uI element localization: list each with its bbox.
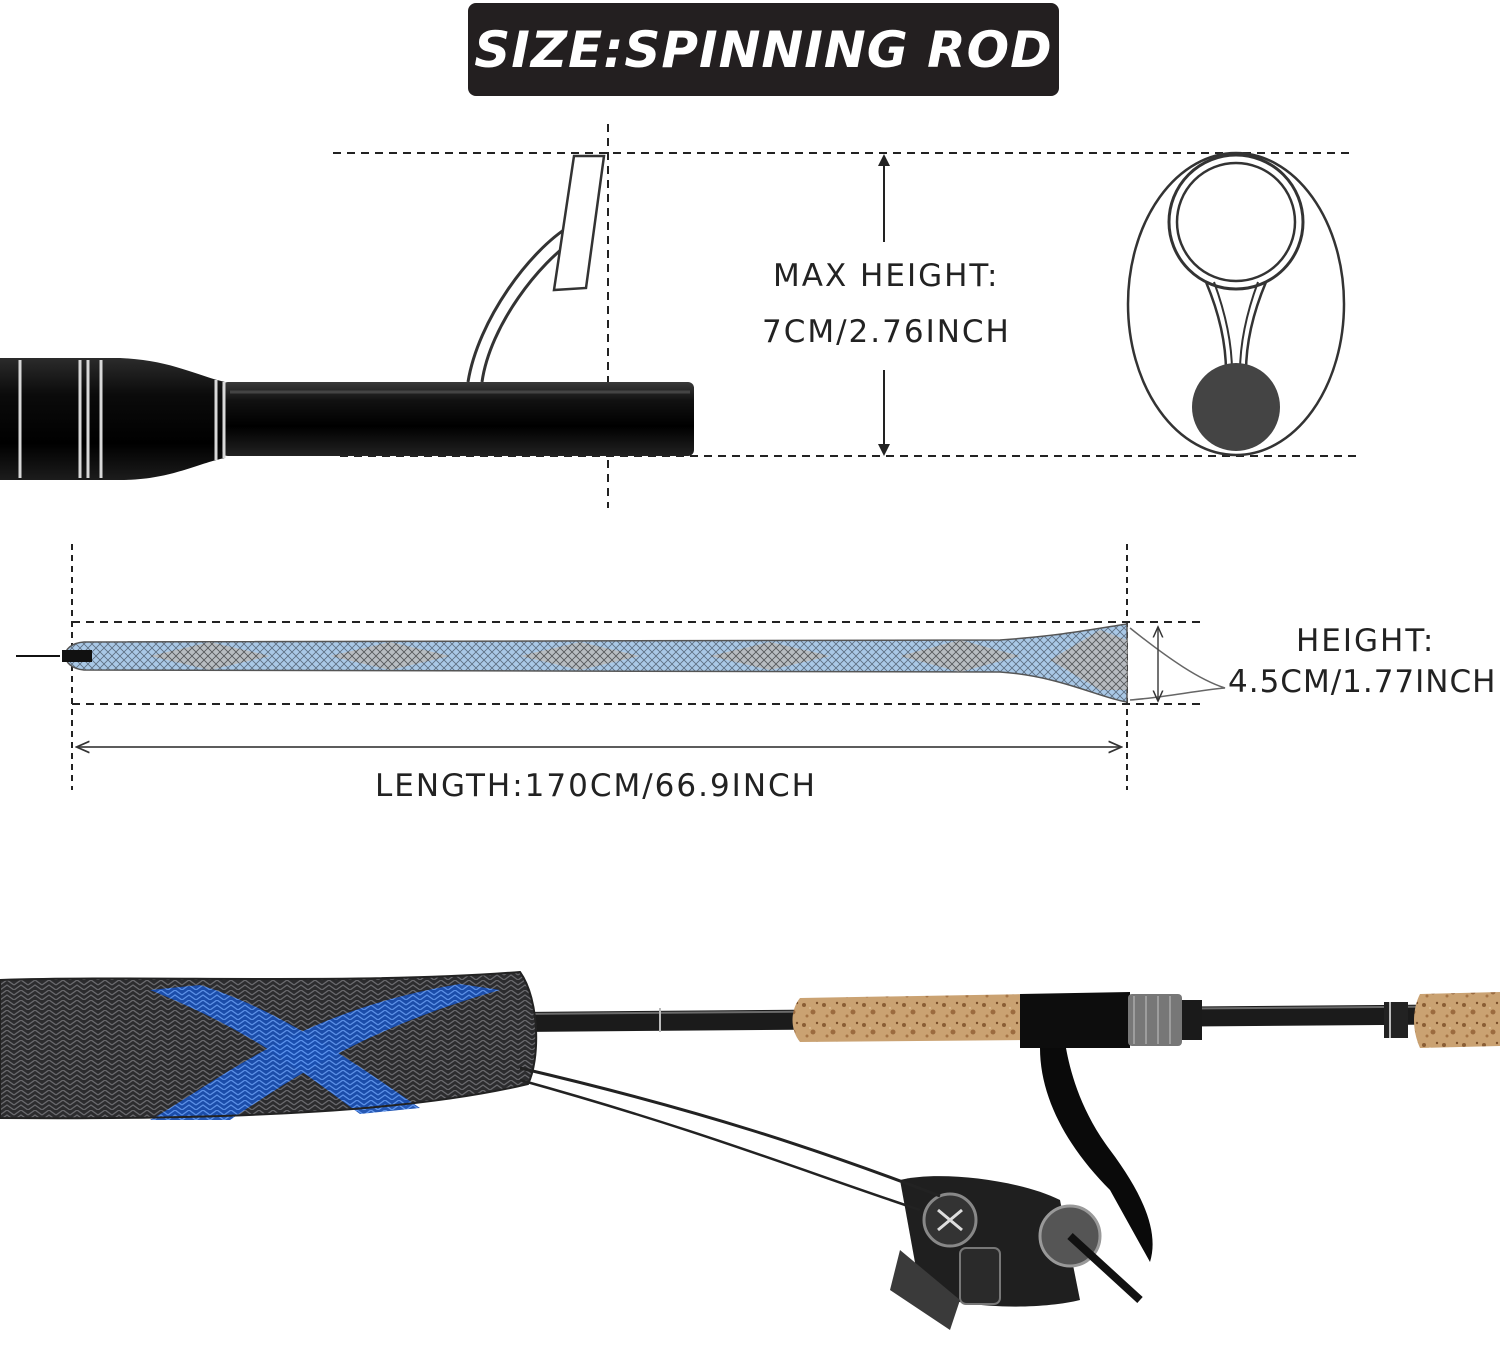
guide-front-view [1126, 151, 1346, 457]
grip-bands [18, 360, 226, 478]
sleeve-cord [1129, 627, 1226, 701]
max-height-value: 7CM/2.76INCH [762, 314, 1011, 350]
cork-grip-fore [792, 994, 1028, 1042]
reel-spool [959, 1247, 1001, 1305]
sleeve-cord-photo [519, 1066, 941, 1198]
rod-grip [0, 358, 225, 480]
guide-ring-inner [1175, 161, 1297, 283]
title-banner: SIZE:SPINNING ROD [468, 3, 1059, 96]
sleeve-height-value: 4.5CM/1.77INCH [1228, 664, 1497, 700]
rod-blank-illustration [0, 154, 694, 480]
guide-leg-outer [466, 224, 571, 383]
rod-with-sleeve-photo [0, 970, 1500, 1330]
reel-stem [1040, 1048, 1153, 1262]
sleeve-height-label: HEIGHT: [1296, 623, 1436, 659]
rod-cross-section [1192, 363, 1280, 451]
page-title: SIZE:SPINNING ROD [474, 20, 1053, 79]
cork-grip-rear [1414, 992, 1500, 1048]
sleeve-illustration [16, 623, 1226, 703]
rod-blank [222, 382, 694, 456]
reel-seat-nut [1128, 994, 1182, 1046]
guide-ring-side [552, 154, 606, 292]
sleeve-length-label: LENGTH:170CM/66.9INCH [375, 768, 817, 804]
max-height-label: MAX HEIGHT: [773, 258, 1000, 294]
sleeve-end-cap [62, 650, 92, 662]
reel-seat [1020, 992, 1130, 1048]
sleeve-blue-stripe-2 [150, 985, 420, 1114]
